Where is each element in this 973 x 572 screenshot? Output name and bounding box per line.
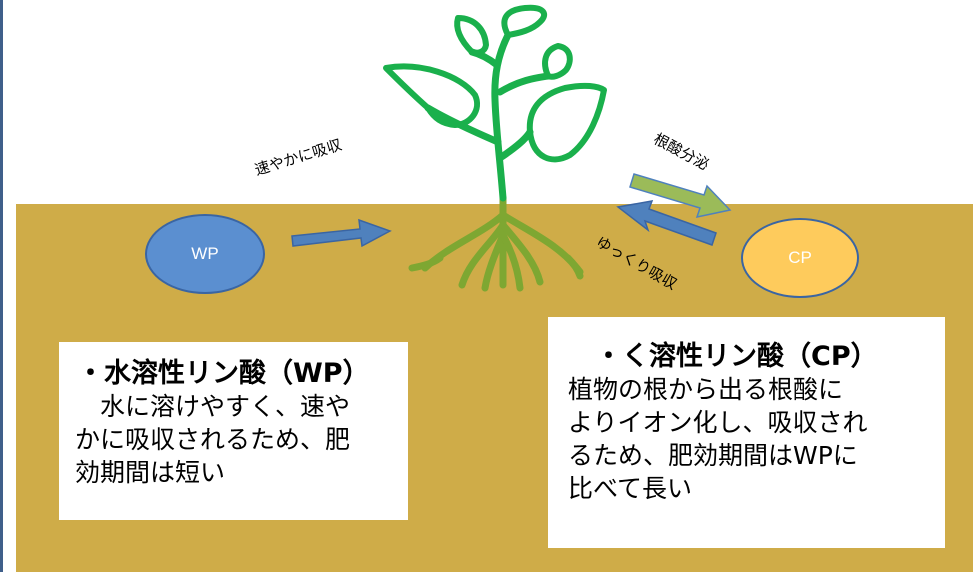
root-left-hair [408, 254, 444, 272]
leaf-big-left [383, 63, 480, 128]
plant-roots [408, 194, 584, 292]
leaf-big-right [526, 82, 607, 163]
frame-border [0, 0, 3, 572]
cp-box-body: 植物の根から出る根酸に よりイオン化し、吸収され るため、肥効期間はWPに 比べ… [568, 375, 868, 503]
wp-box-body: 水に溶けやすく、速や かに吸収されるため、肥 効期間は短い [75, 392, 351, 487]
leaf-upper-right [542, 43, 573, 80]
branch-upper-right [496, 72, 552, 96]
branch-lower-right [496, 128, 534, 162]
stem-main [491, 31, 512, 202]
cp-node: CP [741, 218, 859, 298]
root-left-3 [481, 231, 507, 292]
leaf-upper-left [454, 15, 489, 56]
wp-node: WP [145, 214, 265, 294]
root-left-2 [458, 221, 507, 289]
cp-description-box: ・く溶性リン酸（CP） 植物の根から出る根酸に よりイオン化し、吸収され るため… [548, 317, 945, 548]
wp-box-title: ・水溶性リン酸（WP） [77, 358, 370, 389]
root-right-3 [499, 231, 524, 292]
arrow-fast-absorb [291, 218, 392, 248]
arrow-root-acid [629, 173, 732, 219]
cp-box-title: ・く溶性リン酸（CP） [595, 341, 878, 372]
cp-node-label: CP [788, 248, 812, 267]
wp-node-label: WP [191, 244, 219, 263]
leaf-top [501, 4, 548, 38]
root-right-2 [499, 221, 544, 286]
arrow-slow-absorb [616, 200, 717, 246]
wp-description-box: ・水溶性リン酸（WP） 水に溶けやすく、速や かに吸収されるため、肥 効期間は短… [59, 342, 408, 520]
root-right-hair [564, 254, 584, 280]
plant-leaves [383, 4, 607, 163]
